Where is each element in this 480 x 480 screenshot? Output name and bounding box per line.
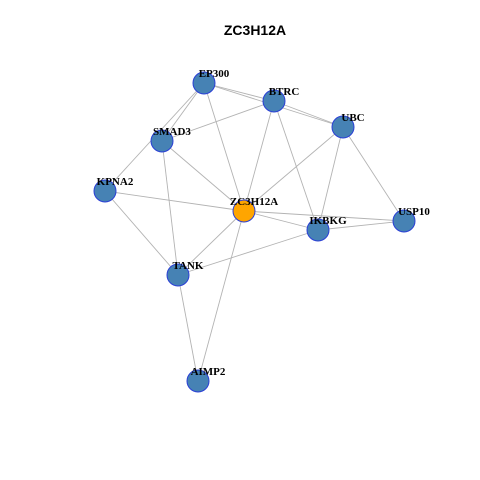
node-label-aimp2: AIMP2: [191, 366, 226, 378]
edge-ep300-smad3: [161, 82, 205, 142]
edge-btrc-ikbkg: [273, 100, 319, 231]
diagram-title: ZC3H12A: [224, 22, 286, 38]
node-ikbkg: [306, 218, 330, 242]
edge-zc3h12a-ikbkg: [243, 210, 319, 231]
edge-kpna2-zc3h12a: [104, 190, 245, 212]
node-label-ikbkg: IKBKG: [309, 215, 347, 227]
edge-btrc-ubc: [273, 100, 344, 128]
node-label-kpna2: KPNA2: [97, 176, 134, 188]
edge-ikbkg-usp10: [317, 220, 405, 231]
node-tank: [166, 263, 190, 287]
edge-btrc-smad3: [161, 100, 275, 142]
edge-ubc-usp10: [342, 126, 405, 222]
node-label-btrc: BTRC: [269, 86, 300, 98]
edge-zc3h12a-tank: [177, 210, 245, 276]
node-label-smad3: SMAD3: [153, 126, 191, 138]
node-ubc: [331, 115, 355, 139]
edge-ubc-zc3h12a: [243, 126, 344, 212]
node-usp10: [392, 209, 416, 233]
edge-zc3h12a-usp10: [243, 210, 405, 222]
edge-ubc-ikbkg: [317, 126, 344, 231]
node-label-tank: TANK: [173, 260, 204, 272]
node-kpna2: [93, 179, 117, 203]
edge-btrc-zc3h12a: [243, 100, 275, 212]
node-label-ep300: EP300: [199, 68, 230, 80]
edge-ep300-zc3h12a: [203, 82, 245, 212]
node-ep300: [192, 71, 216, 95]
edge-ep300-btrc: [203, 82, 275, 102]
node-label-ubc: UBC: [341, 112, 364, 124]
node-label-zc3h12a: ZC3H12A: [230, 196, 278, 208]
node-label-usp10: USP10: [398, 206, 430, 218]
node-zc3h12a: [232, 199, 256, 223]
edge-zc3h12a-aimp2: [197, 210, 245, 382]
node-aimp2: [186, 369, 210, 393]
node-smad3: [150, 129, 174, 153]
edge-layer: [104, 82, 405, 382]
edge-smad3-zc3h12a: [161, 140, 245, 212]
edge-kpna2-tank: [104, 190, 179, 276]
edge-ikbkg-tank: [177, 229, 319, 276]
edge-smad3-tank: [161, 140, 179, 276]
node-btrc: [262, 89, 286, 113]
edge-tank-aimp2: [177, 274, 199, 382]
